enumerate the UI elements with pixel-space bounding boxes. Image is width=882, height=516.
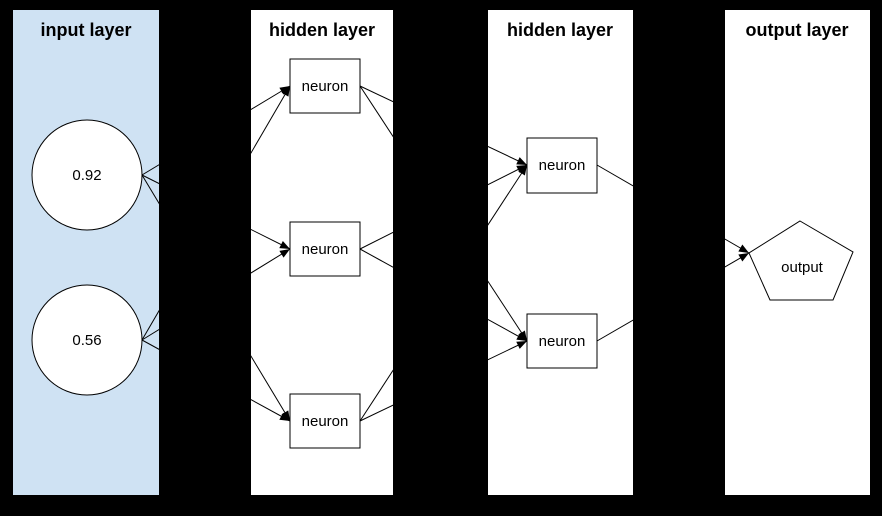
- edge-hidden1-2-to-hidden2-1: [359, 164, 528, 250]
- edge-hidden1-3-to-hidden2-1: [359, 164, 528, 422]
- edge-input-2-to-hidden1-3: [141, 339, 291, 422]
- hidden1-neuron-1-label: neuron: [302, 78, 349, 95]
- hidden-layer-2-title: hidden layer: [507, 20, 613, 40]
- edge-input-1-to-hidden1-2: [141, 174, 291, 250]
- edge-hidden1-1-to-hidden2-2: [359, 85, 528, 342]
- edge-hidden2-1-to-output: [596, 164, 750, 254]
- edge-hidden1-3-to-hidden2-2: [359, 340, 528, 422]
- hidden1-neuron-2: [289, 221, 361, 277]
- panel-hidden-layer-2: [488, 10, 633, 495]
- hidden-layer-1-title: hidden layer: [269, 20, 375, 40]
- network-nodes: 0.92 0.56 neuron neuron neuron neuron ne…: [31, 58, 854, 449]
- edge-hidden1-1-to-hidden2-1: [359, 85, 528, 166]
- edge-hidden1-2-to-hidden2-2: [359, 248, 528, 342]
- edge-input-2-to-hidden1-2: [141, 248, 291, 341]
- output-node-label: output: [781, 259, 824, 276]
- edge-hidden2-2-to-output: [596, 252, 750, 342]
- layer-panels: input layer hidden layer hidden layer ou…: [13, 10, 870, 495]
- edge-input-1-to-hidden1-1: [141, 85, 291, 176]
- hidden2-neuron-2: [526, 313, 598, 369]
- hidden2-neuron-1-label: neuron: [539, 157, 586, 174]
- connection-edges: [141, 85, 750, 422]
- input-node-2-value: 0.56: [72, 332, 101, 349]
- edge-input-2-to-hidden1-1: [141, 85, 291, 341]
- input-node-1: [31, 119, 143, 231]
- output-node: [748, 220, 854, 301]
- hidden2-neuron-1: [526, 137, 598, 194]
- input-layer-title: input layer: [40, 20, 131, 40]
- edge-input-1-to-hidden1-3: [141, 174, 291, 422]
- output-layer-title: output layer: [745, 20, 848, 40]
- hidden1-neuron-2-label: neuron: [302, 241, 349, 258]
- input-node-1-value: 0.92: [72, 167, 101, 184]
- hidden2-neuron-2-label: neuron: [539, 333, 586, 350]
- panel-input-layer: [13, 10, 159, 495]
- input-node-2: [31, 284, 143, 396]
- hidden1-neuron-3-label: neuron: [302, 413, 349, 430]
- hidden1-neuron-3: [289, 393, 361, 449]
- hidden1-neuron-1: [289, 58, 361, 114]
